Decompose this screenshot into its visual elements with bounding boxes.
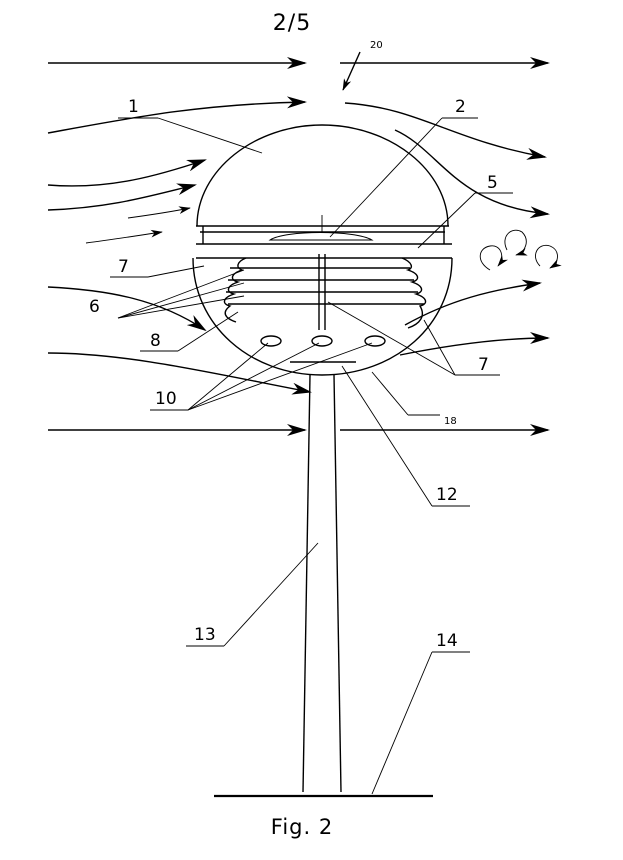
label-10: 10 (155, 389, 177, 409)
label-8: 8 (150, 331, 161, 351)
label-7-right: 7 (478, 355, 489, 375)
label-5: 5 (487, 173, 498, 193)
sphere-device (192, 124, 453, 376)
vortex-swirls (479, 229, 562, 271)
label-12: 12 (436, 485, 458, 505)
label-1: 1 (128, 97, 139, 117)
airflow-lines (47, 51, 550, 436)
leader-lines (110, 117, 513, 795)
label-20: 20 (370, 40, 383, 51)
label-7-left: 7 (118, 257, 129, 277)
label-14: 14 (436, 631, 458, 651)
figure-caption: Fig. 2 (271, 815, 333, 839)
label-18: 18 (444, 416, 457, 427)
label-2: 2 (455, 97, 466, 117)
label-6: 6 (89, 297, 100, 317)
label-13: 13 (194, 625, 216, 645)
support-mast (214, 374, 433, 798)
page-number: 2/5 (273, 11, 311, 36)
